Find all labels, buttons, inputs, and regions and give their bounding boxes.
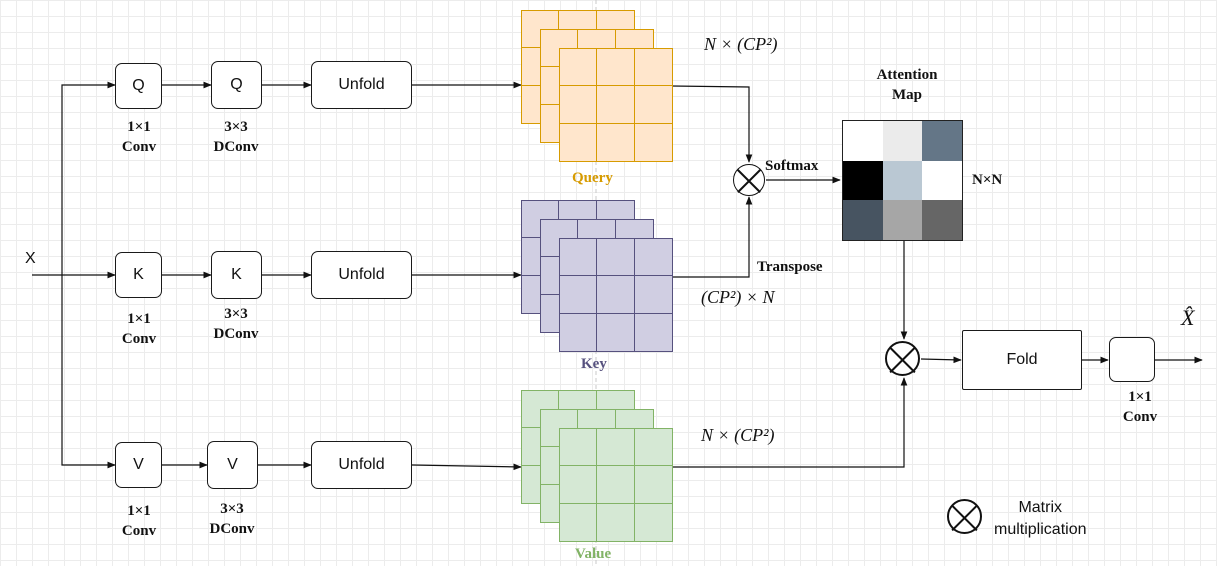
attention-cell	[922, 121, 962, 161]
attention-cell	[843, 200, 883, 240]
attention-map	[842, 120, 963, 241]
v-dconv-label: 3×3 DConv	[209, 501, 255, 537]
matmul-qk-icon	[733, 164, 765, 196]
q-dconv-box: Q	[211, 61, 262, 109]
v-conv-box: V	[115, 442, 162, 488]
q-dconv-label: 3×3 DConv	[213, 119, 259, 155]
tensor-cell	[597, 86, 635, 124]
tensor-cell	[635, 124, 672, 161]
tensor-cell	[560, 503, 598, 541]
tensor-cell	[597, 466, 635, 504]
query-shape-label: N × (CP²)	[704, 34, 778, 54]
k-unfold-box: Unfold	[311, 251, 412, 299]
query-label: Query	[572, 170, 613, 186]
attention-cell	[882, 160, 923, 201]
tensor-layer	[559, 48, 673, 162]
tensor-cell	[597, 313, 635, 351]
tensor-cell	[560, 239, 598, 277]
k-conv-box: K	[115, 252, 162, 298]
tensor-cell	[635, 314, 672, 351]
tensor-cell	[597, 276, 635, 314]
k-dconv-box: K	[211, 251, 262, 299]
softmax-label: Softmax	[765, 158, 819, 174]
fold-box: Fold	[962, 330, 1082, 390]
tensor-cell	[634, 276, 672, 314]
tensor-cell	[634, 239, 672, 277]
output-conv-box	[1109, 337, 1155, 382]
transpose-label: Transpose	[757, 259, 823, 275]
legend-label: Matrix multiplication	[994, 499, 1087, 538]
attention-cell	[843, 121, 883, 161]
tensor-layer	[559, 428, 673, 542]
tensor-cell	[560, 313, 598, 351]
value-shape-label: N × (CP²)	[701, 425, 775, 445]
tensor-cell	[560, 276, 598, 314]
tensor-cell	[634, 49, 672, 87]
attention-cell	[882, 121, 923, 161]
tensor-cell	[597, 239, 635, 277]
tensor-cell	[560, 123, 598, 161]
key-label: Key	[581, 356, 607, 372]
q-conv-label: 1×1 Conv	[121, 119, 157, 155]
v-conv-label: 1×1 Conv	[121, 503, 157, 539]
k-conv-label: 1×1 Conv	[121, 311, 157, 347]
value-label: Value	[575, 546, 612, 562]
q-conv-box: Q	[115, 63, 162, 109]
tensor-cell	[634, 466, 672, 504]
tensor-cell	[560, 466, 598, 504]
attention-map-title: Attention Map	[876, 67, 938, 103]
attention-cell	[922, 160, 962, 201]
tensor-cell	[597, 49, 635, 87]
attention-cell	[882, 200, 923, 240]
matmul-av-icon	[885, 341, 920, 376]
tensor-layer	[559, 238, 673, 352]
tensor-cell	[634, 429, 672, 467]
tensor-cell	[597, 503, 635, 541]
tensor-cell	[597, 123, 635, 161]
tensor-cell	[560, 86, 598, 124]
tensor-cell	[560, 49, 598, 87]
output-conv-label: 1×1 Conv	[1122, 389, 1158, 425]
tensor-cell	[597, 429, 635, 467]
tensor-cell	[560, 429, 598, 467]
attention-cell	[843, 160, 883, 201]
key-shape-label: (CP²) × N	[701, 287, 775, 307]
v-unfold-box: Unfold	[311, 441, 412, 489]
output-x-hat-label: X̂	[1181, 305, 1195, 330]
tensor-cell	[635, 504, 672, 541]
tensor-cell	[634, 86, 672, 124]
legend-matmul-icon	[947, 499, 982, 534]
attention-cell	[922, 200, 962, 240]
attention-size-label: N×N	[972, 172, 1003, 188]
k-dconv-label: 3×3 DConv	[213, 306, 259, 342]
input-x-label: X	[25, 250, 36, 267]
q-unfold-box: Unfold	[311, 61, 412, 109]
v-dconv-box: V	[207, 441, 258, 489]
